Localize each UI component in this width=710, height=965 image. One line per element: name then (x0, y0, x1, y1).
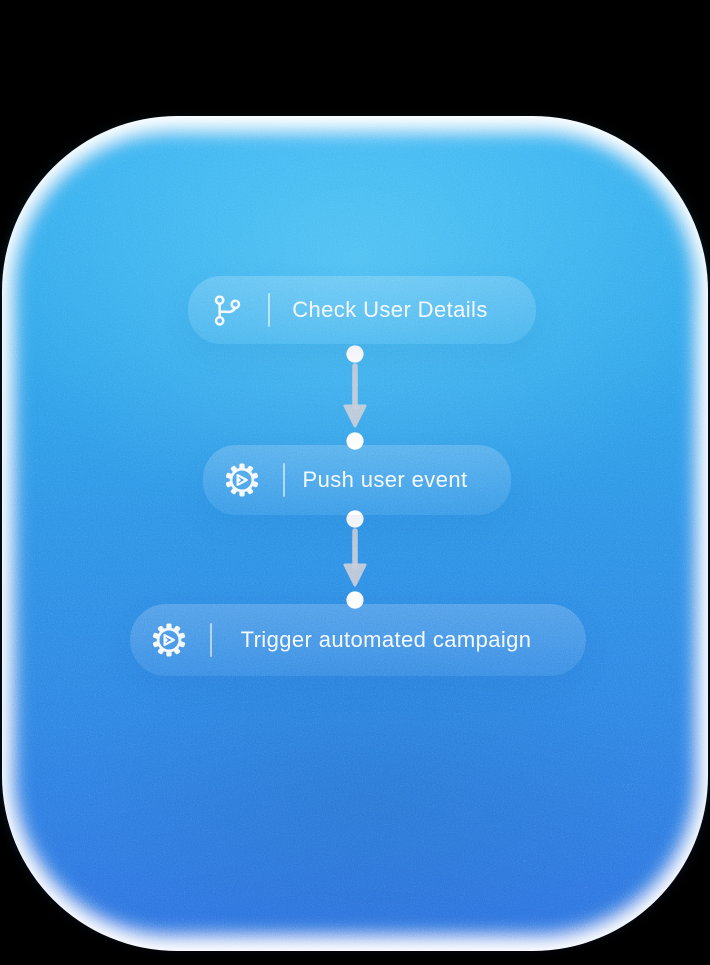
connector-dot (346, 345, 364, 363)
step-label: Trigger automated campaign (240, 627, 532, 652)
workflow-step-push-user-event[interactable]: Push user event (203, 445, 511, 515)
git-branch-icon (210, 293, 244, 327)
step-label: Check User Details (292, 297, 488, 322)
divider (210, 623, 212, 657)
connector-arrow (343, 345, 367, 450)
arrowhead-icon (343, 404, 367, 428)
arrowhead-icon (343, 563, 367, 587)
workflow-step-trigger-automated-campaign[interactable]: Trigger automated campaign (130, 604, 586, 676)
gear-play-icon (225, 463, 259, 497)
divider (268, 293, 270, 327)
connector-dot (346, 510, 364, 528)
workflow-step-check-user-details[interactable]: Check User Details (188, 276, 536, 344)
divider (283, 463, 285, 497)
connector-dot (346, 432, 364, 450)
connector-arrow (343, 510, 367, 609)
connector-dot (346, 591, 364, 609)
gear-play-icon (152, 623, 186, 657)
step-label: Push user event (302, 467, 468, 492)
